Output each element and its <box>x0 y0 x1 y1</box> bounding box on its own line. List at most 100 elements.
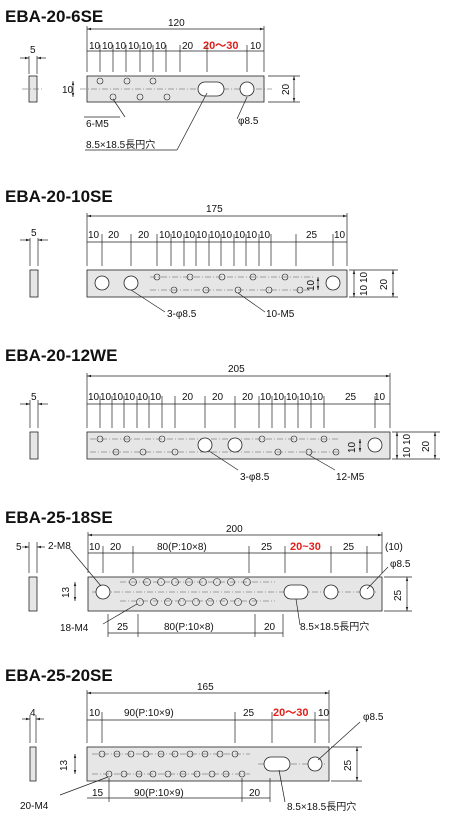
pitch-label: 10 <box>88 392 100 403</box>
slot-callout: 8.5×18.5長円穴 <box>287 800 356 813</box>
pitch-label: 10 <box>286 392 298 403</box>
side-width-label: 5 <box>16 542 22 553</box>
tap-pitch-height-label: 13 <box>61 586 72 598</box>
overall-length-label: 165 <box>197 682 214 693</box>
slot-hole <box>197 81 225 97</box>
height-label: 20 <box>379 278 390 290</box>
pitch-label: 10 <box>209 230 221 241</box>
height-label: 25 <box>393 589 404 601</box>
pitch-label: 20 <box>110 542 122 553</box>
pitch-label: 90(P:10×9) <box>134 788 184 799</box>
pitch-label: 10 <box>159 230 171 241</box>
pitch-label: 10 <box>234 230 246 241</box>
tap-callout: 10-M5 <box>266 309 295 320</box>
adjust-range-label: 20～30 <box>273 707 308 719</box>
slot-callout: 8.5×18.5長円穴 <box>86 138 155 151</box>
section-eba-25-18se: EBA-25-18SE 5 200 10 20 80(P:10×8) 25 20… <box>5 508 412 637</box>
pitch-label: 10 <box>155 41 167 52</box>
pitch-label: 20 <box>138 230 150 241</box>
pitch-label: 10 <box>89 542 101 553</box>
overall-length-label: 175 <box>206 204 223 215</box>
height-label: 20 <box>421 440 432 452</box>
height-label: 10 <box>359 284 370 296</box>
pitch-label: 10 <box>312 392 324 403</box>
pitch-label: 10 <box>221 230 233 241</box>
tap-callout: 6-M5 <box>86 119 109 130</box>
side-width-label: 5 <box>31 392 37 403</box>
pitch-label: 10 <box>150 392 162 403</box>
tap-pitch-height-label: 13 <box>59 759 70 771</box>
pitch-label: 15 <box>92 788 104 799</box>
pitch-label: 10 <box>299 392 311 403</box>
pitch-label: (10) <box>385 542 403 553</box>
tap-callout: 20-M4 <box>20 801 49 812</box>
pitch-label: 25 <box>117 622 129 633</box>
pitch-label: 10 <box>124 392 136 403</box>
tap-holes <box>96 77 171 101</box>
tap-pitch-height-label: 10 <box>347 441 358 453</box>
part-title: EBA-20-12WE <box>5 346 117 365</box>
side-view <box>29 431 39 460</box>
pitch-label: 20 <box>182 392 194 403</box>
height-label: 20 <box>281 83 292 95</box>
pitch-label: 10 <box>196 230 208 241</box>
pitch-label: 25 <box>306 230 318 241</box>
pitch-label: 10 <box>184 230 196 241</box>
tap-callout: 18-M4 <box>60 623 89 634</box>
part-title: EBA-25-20SE <box>5 666 113 685</box>
section-eba-20-10se: EBA-20-10SE 5 175 10 20 20 10 10 10 10 1… <box>5 187 398 320</box>
pitch-label: 20 <box>249 788 261 799</box>
pitch-label: 10 <box>259 230 271 241</box>
pitch-label: 20 <box>242 392 254 403</box>
m8-callout: 2-M8 <box>48 541 71 552</box>
overall-length-label: 120 <box>168 18 185 29</box>
pitch-label: 20 <box>212 392 224 403</box>
pitch-label: 10 <box>246 230 258 241</box>
round-hole <box>307 756 323 772</box>
part-title: EBA-20-10SE <box>5 187 113 206</box>
adjust-range-label: 20~30 <box>290 541 321 553</box>
pitch-label: 10 <box>273 392 285 403</box>
tap-pitch-height-label: 10 <box>62 85 74 96</box>
pitch-label: 10 <box>260 392 272 403</box>
tap-pitch-height-label: 10 <box>306 279 317 291</box>
section-eba-20-12we: EBA-20-12WE 5 205 10 10 10 10 10 10 20 2… <box>5 346 440 483</box>
tap-holes <box>98 750 246 778</box>
pitch-label: 90(P:10×9) <box>124 708 174 719</box>
pitch-label: 10 <box>137 392 149 403</box>
pitch-label: 25 <box>243 708 255 719</box>
hole-callout: φ8.5 <box>238 116 259 127</box>
side-view <box>29 746 37 782</box>
section-eba-20-6se: EBA-20-6SE 5 120 10 10 10 10 10 10 20 20… <box>5 7 300 151</box>
pitch-label: 10 <box>374 392 386 403</box>
overall-length-label: 205 <box>228 364 245 375</box>
overall-length-label: 200 <box>226 524 243 535</box>
tap-holes <box>96 435 340 456</box>
m8-tap <box>359 584 375 600</box>
pitch-label: 80(P:10×8) <box>164 622 214 633</box>
side-view <box>29 269 39 298</box>
pitch-label: 10 <box>141 41 153 52</box>
height-label: 10 <box>402 433 413 445</box>
pitch-label: 10 <box>334 230 346 241</box>
adjust-range-label: 20～30 <box>203 40 238 52</box>
pitch-label: 25 <box>343 542 355 553</box>
mounting-holes <box>197 437 383 453</box>
pitch-label: 25 <box>345 392 357 403</box>
side-view <box>28 576 38 612</box>
hole-callout: 3-φ8.5 <box>240 472 270 483</box>
round-hole <box>239 81 255 97</box>
pitch-label: 10 <box>88 230 100 241</box>
pitch-label: 20 <box>264 622 276 633</box>
hole-callout: φ8.5 <box>363 712 384 723</box>
hole-callout: φ8.5 <box>390 559 411 570</box>
side-width-label: 5 <box>31 228 37 239</box>
pitch-label: 10 <box>115 41 127 52</box>
pitch-label: 10 <box>128 41 140 52</box>
pitch-label: 10 <box>171 230 183 241</box>
m8-tap <box>95 584 111 600</box>
height-label: 10 <box>359 271 370 283</box>
end-label: 10 <box>318 708 330 719</box>
tap-holes <box>129 578 257 606</box>
